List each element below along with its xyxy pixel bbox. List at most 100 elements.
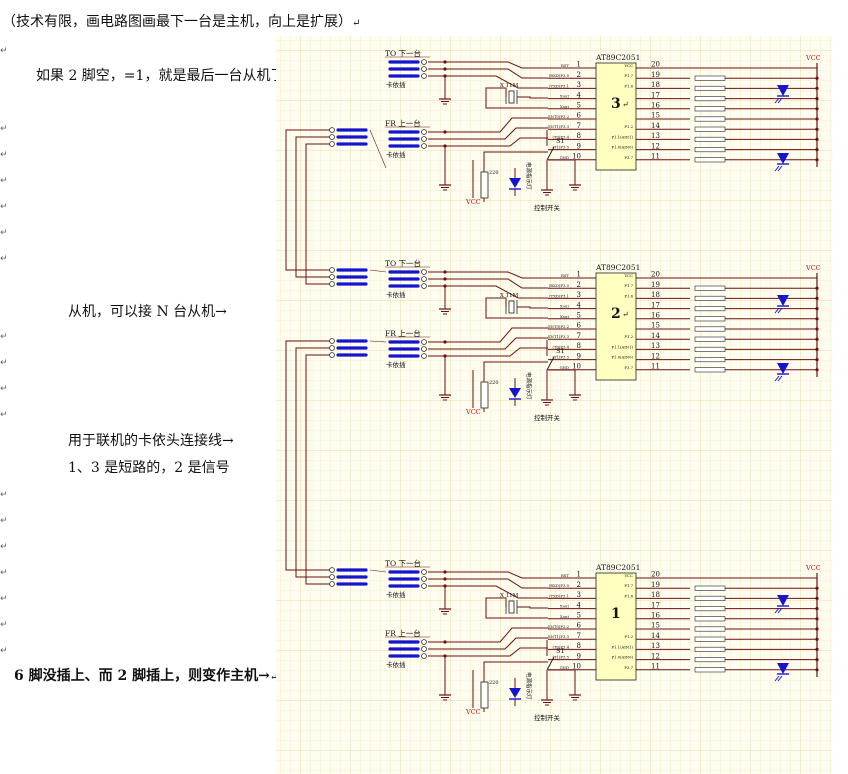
chip-pin-name: P1.1(AIN1)	[611, 134, 633, 139]
junction-dot	[815, 617, 819, 621]
wire	[428, 585, 548, 599]
led-triangle	[509, 388, 521, 398]
paragraph-mark: ↵	[0, 410, 8, 420]
chip-pin-name: GND	[560, 365, 569, 370]
led-triangle	[509, 178, 521, 188]
link-wire	[369, 129, 387, 169]
connector-pins	[388, 339, 427, 359]
connector-caption: 卡依插	[386, 150, 406, 159]
chip-pin-name: P1.0(AIN0)	[611, 355, 633, 360]
link-wire	[285, 340, 330, 571]
chip-pin-number: 3	[577, 291, 581, 299]
chip-pin-number: 9	[577, 652, 581, 660]
chip-pin-number: 7	[577, 122, 581, 130]
vcc-label: VCC	[465, 198, 481, 206]
chip-pin-name: Xout	[560, 314, 569, 319]
pin-socket	[329, 141, 335, 147]
to-connector-label: TO 下一台	[385, 48, 421, 58]
wire	[428, 578, 548, 589]
chip-pin-number: 11	[651, 153, 660, 161]
pin-socket	[329, 338, 335, 344]
chip-body	[595, 572, 637, 681]
chip-pin-number: 9	[577, 352, 581, 360]
connector-pins	[388, 569, 427, 589]
unit-number-label: 2	[611, 306, 621, 322]
pin-socket	[329, 127, 335, 133]
connector-pins	[388, 639, 427, 659]
chip-pin-name: GND	[560, 665, 569, 670]
junction-dot	[443, 640, 447, 644]
connector-pins	[329, 127, 368, 147]
link-wire	[295, 136, 330, 278]
pin-socket	[421, 646, 427, 652]
wire	[517, 96, 548, 99]
led-label: 电源指示灯	[525, 162, 533, 190]
junction-dot	[815, 107, 819, 111]
junction-dot	[815, 158, 819, 162]
junction-dot	[443, 577, 447, 581]
crystal-body	[508, 600, 515, 614]
paragraph-mark: ↵	[0, 150, 8, 160]
pin-socket	[421, 569, 427, 575]
junction-dot	[815, 286, 819, 290]
chip-pin-name: Xout	[560, 614, 569, 619]
chip-pin-name: (T1)P3.5	[552, 655, 569, 660]
pin-socket	[329, 267, 335, 273]
switch-lever	[546, 146, 555, 161]
resistor-array-element	[694, 636, 726, 642]
led-ray	[774, 375, 780, 382]
chip-pin-number: 8	[577, 132, 581, 140]
resistor-array-element	[694, 295, 726, 301]
connector-pins	[388, 59, 427, 79]
resistor-array-element	[694, 616, 726, 622]
wire	[485, 307, 548, 319]
wire	[428, 278, 548, 289]
led-ray	[777, 307, 783, 314]
wire	[517, 306, 548, 309]
junction-dot	[815, 148, 819, 152]
wire	[428, 137, 548, 147]
link-wire	[369, 569, 387, 573]
resistor-value: 220	[489, 170, 499, 176]
pin-socket	[421, 283, 427, 289]
ground-symbol	[541, 189, 553, 196]
chip-pin-name: (TXD)P3.1	[549, 293, 569, 298]
chip-pin-name: Xout	[560, 94, 569, 99]
junction-dot	[443, 340, 447, 344]
link-wire	[295, 347, 330, 578]
ground-symbol	[569, 184, 581, 191]
chip-pin-name: P1.6	[624, 293, 633, 298]
chip-pin-name: (T1)P3.5	[552, 145, 569, 150]
chip-pin-number: 18	[651, 591, 660, 599]
pin-socket	[421, 73, 427, 79]
led-ray	[774, 165, 780, 172]
note-cable-2: 1、3 是短路的，2 是信号	[68, 460, 230, 476]
pin-socket	[421, 583, 427, 589]
wire	[485, 97, 548, 109]
ground-symbol	[439, 184, 451, 191]
link-wire	[369, 340, 387, 343]
chip-pin-name: P1.7	[624, 73, 633, 78]
chip-pin-number: 16	[651, 102, 660, 110]
ground-symbol	[439, 608, 451, 615]
chip-pin-number: 18	[651, 291, 660, 299]
wire	[428, 337, 548, 350]
note-master: 6 脚没插上、而 2 脚插上，则变作主机→↵	[14, 665, 278, 685]
chip-pin-name: (INT1)P3.3	[548, 124, 570, 129]
chip-pin-number: 1	[577, 271, 581, 279]
chip-name-label: AT89C2051	[595, 53, 640, 62]
chip-pin-number: 13	[651, 132, 660, 140]
resistor-array-element	[694, 346, 726, 352]
chip-pin-number: 4	[577, 301, 582, 309]
chip-pin-name: P3.7	[624, 365, 633, 370]
crystal-body	[508, 300, 515, 314]
junction-dot	[815, 347, 819, 351]
wire	[428, 127, 548, 140]
chip-pin-number: 14	[651, 122, 660, 130]
junction-dot	[815, 627, 819, 631]
chip-pin-name: VCC	[623, 273, 633, 278]
wire	[428, 347, 548, 357]
wire	[428, 285, 548, 299]
switch-caption: 控制开关	[534, 203, 561, 212]
crystal-label: X 11M	[500, 293, 519, 299]
